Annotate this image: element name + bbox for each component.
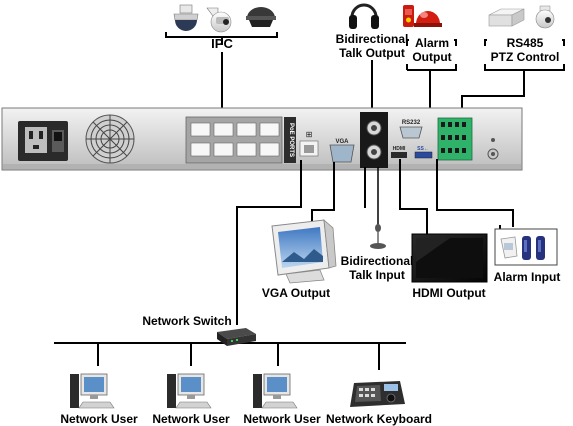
network-switch-icon <box>217 328 256 346</box>
usb-text: SS← <box>417 146 429 152</box>
alarm-output-line2: Output <box>412 50 452 64</box>
alarm-detectors-icon <box>494 228 558 266</box>
talk-input-line1: Bidirectional <box>340 254 414 268</box>
bidirectional-talk-input-label: Bidirectional Talk Input <box>334 254 420 282</box>
nvr-rear-panel: PoE PORTS ⊞ VGA RS232 HDMI SS← <box>1 107 523 171</box>
rs232-text: RS232 <box>402 120 421 126</box>
network-user-pc-icon <box>70 373 115 409</box>
rs485-ptz-control-label: RS485 PTZ Control <box>480 36 570 64</box>
network-keyboard-label: Network Keyboard <box>325 412 433 426</box>
vga-monitor-icon <box>271 219 337 284</box>
network-user-2-label: Network User <box>152 412 230 426</box>
rs485-line1: RS485 <box>506 36 544 50</box>
network-icon: ⊞ <box>306 130 313 139</box>
alarm-output-line1: Alarm <box>414 36 449 50</box>
poe-ports-text: PoE PORTS <box>288 123 294 157</box>
network-user-3-label: Network User <box>243 412 321 426</box>
hdmi-output-label: HDMI Output <box>412 286 486 300</box>
ipc-cameras-icon <box>173 4 276 33</box>
network-user-pc-icon <box>253 373 298 409</box>
rs485-line2: PTZ Control <box>490 50 560 64</box>
hdmi-text: HDMI <box>393 146 406 152</box>
hdmi-tv-icon <box>411 233 488 283</box>
network-switch-label: Network Switch <box>142 314 232 328</box>
talk-output-line1: Bidirectional <box>335 32 409 46</box>
headphones-icon <box>349 3 379 29</box>
network-user-1-label: Network User <box>60 412 138 426</box>
alarm-output-label: Alarm Output <box>404 36 460 64</box>
vga-text: VGA <box>335 139 349 145</box>
bidirectional-talk-output-label: Bidirectional Talk Output <box>315 32 429 60</box>
rs485-ptz-devices-icon <box>488 5 555 29</box>
alarm-input-label: Alarm Input <box>493 270 561 284</box>
alarm-siren-icon <box>403 5 442 27</box>
vga-output-label: VGA Output <box>261 286 331 300</box>
ipc-label: IPC <box>211 36 233 51</box>
network-keyboard-icon <box>350 381 405 407</box>
talk-output-line2: Talk Output <box>339 46 405 60</box>
network-user-pc-icon <box>167 373 212 409</box>
talk-input-line2: Talk Input <box>349 268 405 282</box>
microphone-icon <box>370 224 386 249</box>
